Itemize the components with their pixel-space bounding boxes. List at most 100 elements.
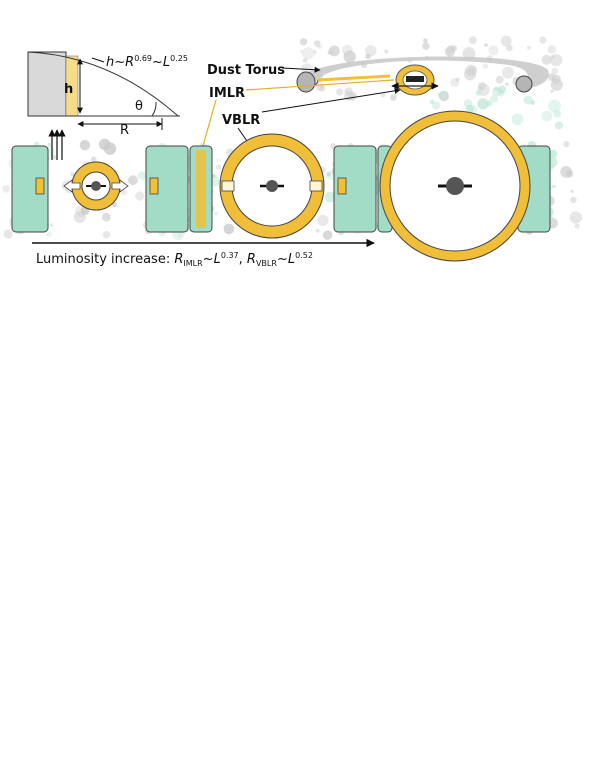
cloud-dot bbox=[477, 98, 489, 110]
cloud-dot bbox=[548, 99, 561, 113]
cloud-dot bbox=[52, 155, 57, 160]
cloud-dot bbox=[550, 89, 554, 93]
cloud-dot bbox=[463, 99, 473, 108]
cloud-dot bbox=[329, 45, 340, 57]
cloud-dot bbox=[550, 53, 563, 67]
cloud-dot bbox=[302, 58, 308, 63]
cloud-dot bbox=[135, 191, 145, 201]
cloud-dot bbox=[438, 90, 450, 102]
cloud-dot bbox=[90, 156, 97, 163]
cloud-dot bbox=[384, 49, 389, 54]
cloud-dot bbox=[484, 43, 488, 47]
vblr-pointer-top bbox=[261, 87, 401, 113]
cloud-dot bbox=[302, 47, 315, 60]
cloud-dot bbox=[570, 189, 574, 193]
cloud-dot bbox=[551, 67, 559, 75]
inset-radius-label: R bbox=[120, 123, 129, 138]
cloud-dot bbox=[422, 42, 430, 50]
height-profile-inset: h R θ h~R0.69~L0.25 bbox=[27, 51, 188, 138]
cloud-dot bbox=[523, 95, 533, 105]
cloud-dot bbox=[541, 110, 553, 122]
cloud-dot bbox=[437, 92, 442, 97]
central-engine bbox=[406, 76, 424, 82]
cloud-dot bbox=[423, 38, 428, 43]
cloud-dot bbox=[462, 47, 476, 60]
cloud-dot bbox=[506, 44, 513, 52]
luminosity-axis: Luminosity increase: RIMLR~L0.37, RVBLR~… bbox=[32, 238, 375, 268]
cloud-dot bbox=[500, 35, 512, 47]
cloud-dot bbox=[552, 184, 556, 189]
cloud-dot bbox=[137, 171, 147, 181]
cloud-dot bbox=[313, 40, 321, 47]
cloud-dot bbox=[326, 172, 332, 177]
cloud-dot bbox=[527, 45, 531, 50]
cloud-dot bbox=[343, 91, 354, 101]
cloud-dot bbox=[223, 223, 235, 235]
cloud-dot bbox=[390, 94, 397, 101]
height-formula: h~R0.69~L0.25 bbox=[106, 54, 188, 70]
inset-block bbox=[27, 51, 67, 117]
state-1-vblr bbox=[63, 161, 129, 211]
inset-angle-label: θ bbox=[135, 99, 143, 114]
cloud-dot bbox=[2, 185, 10, 193]
agn-sequence bbox=[11, 110, 551, 262]
cloud-dot bbox=[497, 85, 507, 94]
cloud-dot bbox=[121, 189, 128, 196]
imlr-pointer-top bbox=[245, 79, 395, 91]
cloud-dot bbox=[574, 223, 580, 229]
cloud-dot bbox=[560, 166, 572, 178]
cloud-dot bbox=[314, 81, 325, 91]
cloud-dot bbox=[563, 141, 570, 148]
inset-surface-curve bbox=[27, 51, 179, 117]
cloud-dot bbox=[312, 49, 318, 55]
cloud-dot bbox=[493, 86, 499, 92]
cloud-dot bbox=[102, 231, 111, 239]
light-ray-arrows-icon bbox=[48, 129, 66, 160]
cloud-dot bbox=[47, 142, 52, 147]
cloud-dot bbox=[451, 45, 458, 51]
inset-height-label: h bbox=[64, 82, 73, 97]
formula-pointer bbox=[91, 57, 105, 63]
cloud-dot bbox=[479, 86, 484, 92]
cloud-dot bbox=[315, 228, 320, 233]
cloud-dot bbox=[299, 38, 308, 46]
cloud-dot bbox=[541, 54, 552, 65]
cloud-dot bbox=[475, 90, 482, 96]
inset-angle-arc bbox=[151, 101, 157, 117]
cloud-dot bbox=[336, 88, 344, 96]
tilted-dust-torus bbox=[296, 56, 549, 96]
cloud-dot bbox=[101, 212, 111, 222]
cloud-dot bbox=[485, 100, 493, 107]
cloud-dot bbox=[324, 191, 336, 203]
cloud-dot bbox=[327, 51, 332, 56]
torus-right-cap bbox=[515, 75, 533, 93]
state-1-dust-walls bbox=[11, 145, 189, 233]
imlr-label: IMLR bbox=[209, 86, 245, 101]
cloud-dot bbox=[502, 66, 514, 79]
cloud-dot bbox=[468, 104, 478, 114]
cloud-dot bbox=[70, 172, 75, 177]
cloud-dot bbox=[505, 82, 509, 86]
cloud-dot bbox=[98, 138, 111, 150]
cloud-dot bbox=[553, 109, 561, 118]
cloud-dot bbox=[365, 53, 371, 60]
cloud-dot bbox=[464, 64, 477, 77]
cloud-dot bbox=[447, 44, 455, 53]
cloud-dot bbox=[79, 140, 91, 151]
cloud-dot bbox=[482, 63, 489, 69]
torus-imlr-band bbox=[317, 74, 391, 82]
dust-torus-label: Dust Torus bbox=[207, 63, 285, 78]
cloud-dot bbox=[46, 231, 52, 238]
cloud-dot bbox=[467, 65, 477, 75]
component-labels: Dust Torus IMLR VBLR bbox=[198, 63, 401, 161]
cloud-dot bbox=[464, 68, 477, 81]
state-2-dust-walls bbox=[189, 145, 377, 233]
cloud-dot bbox=[478, 82, 486, 90]
cloud-dot bbox=[343, 50, 356, 63]
torus-back-rim bbox=[300, 56, 549, 88]
cloud-dot bbox=[127, 175, 138, 186]
cloud-dot bbox=[215, 164, 222, 170]
cloud-dot bbox=[554, 121, 564, 130]
torus-left-cap bbox=[296, 71, 316, 93]
